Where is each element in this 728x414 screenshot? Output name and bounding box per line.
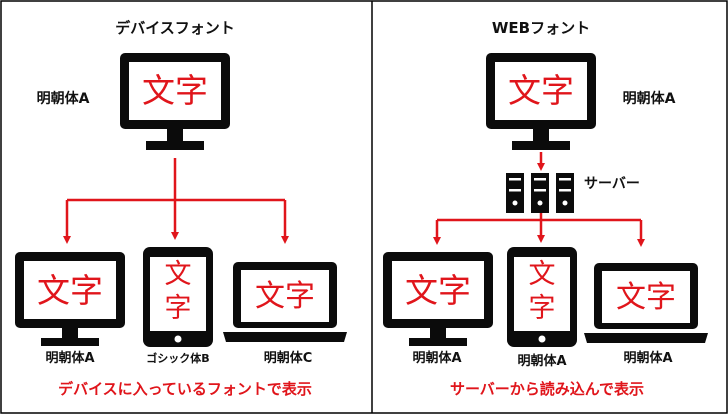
left-panel-title: デバイスフォント <box>115 19 235 37</box>
left-top-font-label: 明朝体A <box>37 90 90 107</box>
right-panel: WEBフォント 文字 明朝体A サーバー <box>383 19 708 398</box>
right-monitor-icon <box>383 252 493 346</box>
left-top-monitor-icon <box>120 53 230 150</box>
left-caption: デバイスに入っているフォントで表示 <box>58 380 312 398</box>
right-laptop-label: 明朝体A <box>623 350 672 366</box>
left-panel: デバイスフォント 文字 明朝体A 文字 明朝体A <box>15 19 347 398</box>
right-top-monitor-icon <box>486 53 596 150</box>
right-tablet-label: 明朝体A <box>517 353 566 369</box>
left-laptop-icon <box>223 262 347 342</box>
left-monitor-icon <box>15 252 125 346</box>
right-top-font-label: 明朝体A <box>623 90 676 107</box>
left-laptop-text: 文字 <box>255 279 315 314</box>
left-top-device-text: 文字 <box>142 71 208 110</box>
left-distribution-arrows <box>63 158 289 244</box>
left-monitor-text: 文字 <box>37 271 103 310</box>
right-monitor-text: 文字 <box>405 271 471 310</box>
right-tablet-char-1: 文 <box>529 259 556 290</box>
right-tablet-char-2: 字 <box>529 293 556 324</box>
left-laptop-label: 明朝体C <box>264 350 313 366</box>
server-label: サーバー <box>584 176 640 192</box>
left-tablet-char-1: 文 <box>165 259 192 290</box>
right-monitor-label: 明朝体A <box>412 350 461 366</box>
right-tablet-icon <box>507 247 577 347</box>
left-tablet-label: ゴシック体B <box>146 351 209 365</box>
right-laptop-icon <box>584 263 708 343</box>
left-monitor-label: 明朝体A <box>45 350 94 366</box>
right-top-device-text: 文字 <box>508 71 574 110</box>
right-distribution-arrows <box>433 213 645 247</box>
left-tablet-char-2: 字 <box>165 293 192 324</box>
right-panel-title: WEBフォント <box>492 19 590 37</box>
server-icon <box>506 173 574 213</box>
right-caption: サーバーから読み込んで表示 <box>450 380 644 398</box>
left-tablet-icon <box>143 247 213 347</box>
right-laptop-text: 文字 <box>616 280 676 315</box>
